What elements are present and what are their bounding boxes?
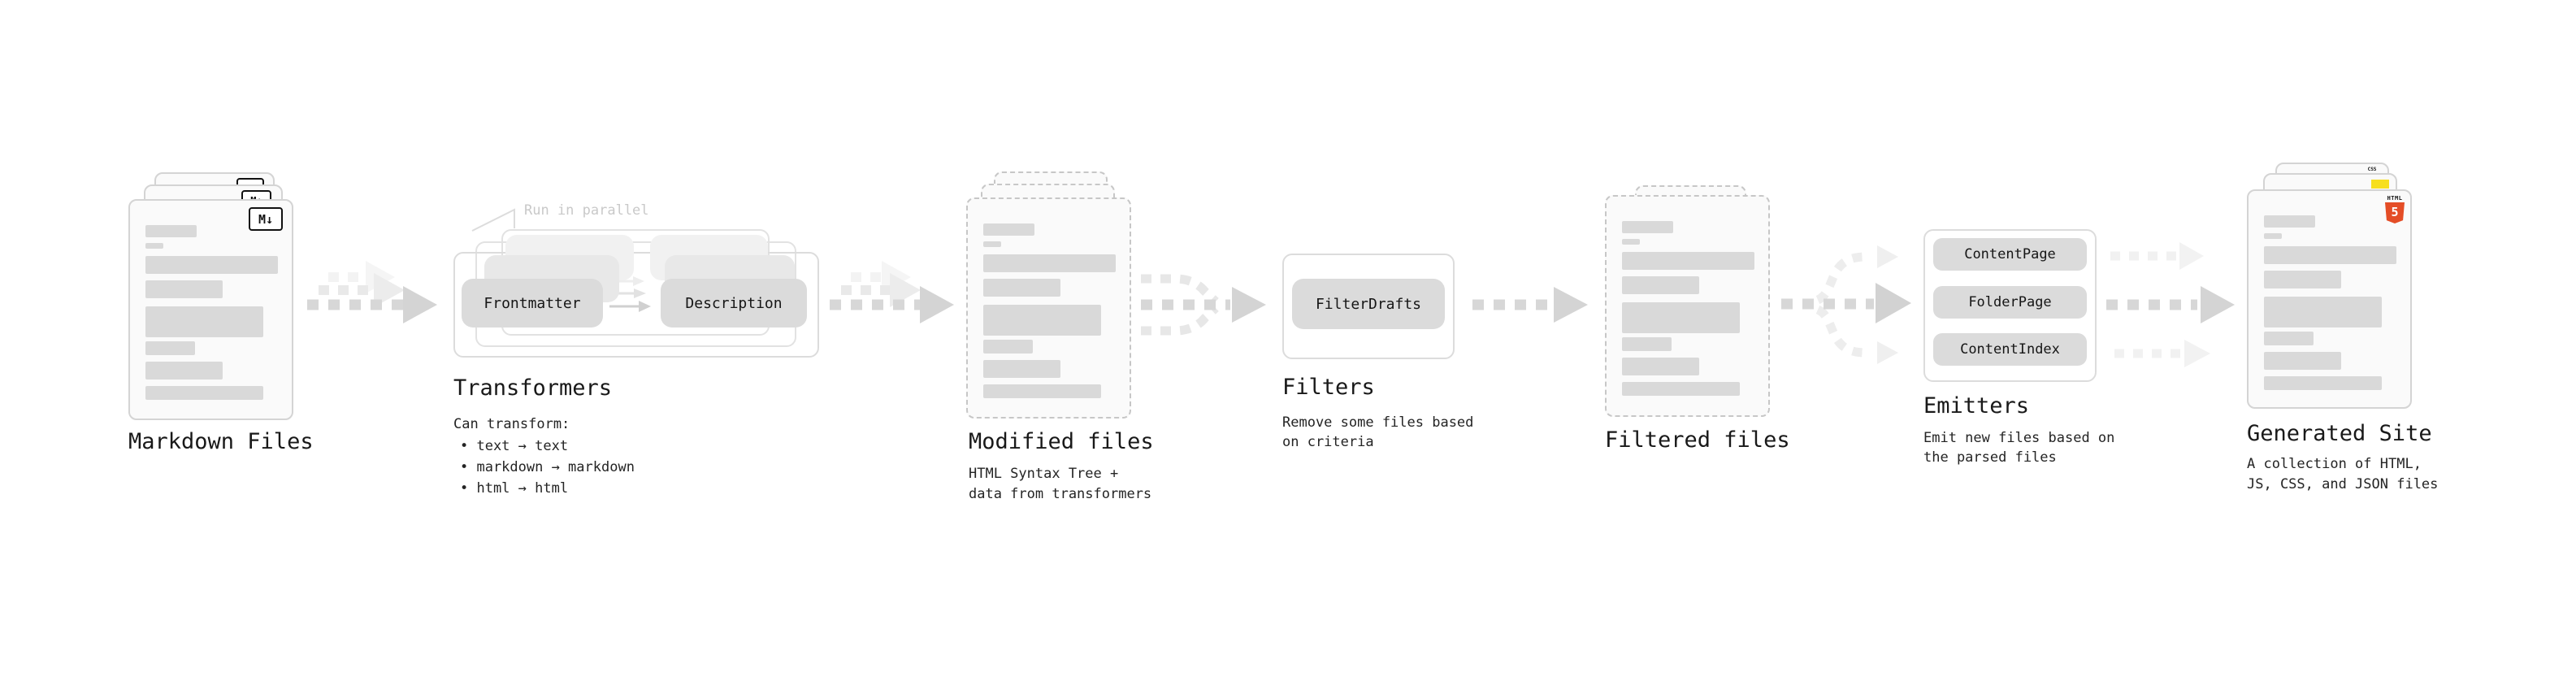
emitters-desc-line1: Emit new files based on	[1923, 430, 2115, 446]
stage-label-filtered-files: Filtered files	[1605, 427, 1790, 453]
document-card-front	[1605, 195, 1770, 417]
emitters-desc-line2: the parsed files	[1923, 449, 2057, 466]
transformers-bullet: • markdown → markdown	[460, 459, 635, 475]
placeholder-bar	[145, 256, 278, 274]
placeholder-bar	[983, 241, 1001, 247]
placeholder-bar	[1622, 358, 1699, 375]
stage-label-emitters: Emitters	[1923, 393, 2030, 419]
document-card-front: HTML 5	[2247, 189, 2412, 409]
arrow-modified-to-filters	[1141, 274, 1266, 336]
transformers-desc-heading: Can transform:	[453, 416, 570, 432]
placeholder-bar	[983, 384, 1101, 398]
placeholder-bar	[2264, 352, 2341, 370]
transformers-bullet: • html → html	[460, 480, 569, 497]
placeholder-bar	[1622, 276, 1699, 294]
modified-desc-line2: data from transformers	[969, 486, 1152, 502]
placeholder-bar	[145, 243, 163, 249]
document-card-front	[966, 197, 1131, 419]
placeholder-bar	[983, 305, 1101, 336]
run-in-parallel-note: Run in parallel	[524, 202, 649, 219]
stage-label-generated-site: Generated Site	[2247, 421, 2432, 446]
stage-label-markdown-files: Markdown Files	[128, 429, 314, 454]
arrows-frontmatter-to-description	[609, 276, 651, 312]
placeholder-bar	[145, 386, 263, 400]
placeholder-bar	[1622, 382, 1740, 396]
modified-desc-line1: HTML Syntax Tree +	[969, 466, 1119, 482]
placeholder-bar	[145, 306, 263, 337]
placeholder-bar	[1622, 221, 1673, 233]
placeholder-bar	[2264, 246, 2396, 264]
html5-icon: HTML 5	[2384, 195, 2405, 223]
transformers-layer-front	[453, 252, 819, 358]
markdown-icon: M↓	[249, 207, 283, 231]
placeholder-bar	[983, 360, 1060, 378]
placeholder-bar	[145, 225, 197, 237]
arrows-emitters-to-generated	[2106, 242, 2235, 367]
stage-label-filters: Filters	[1282, 375, 1375, 400]
stage-label-transformers: Transformers	[453, 375, 613, 401]
placeholder-bar	[2264, 271, 2341, 288]
js-icon	[2371, 180, 2389, 189]
node-description: Description	[661, 279, 807, 327]
arrow-filters-to-filtered	[1472, 287, 1588, 323]
document-card-front: M↓	[128, 199, 293, 420]
placeholder-bar	[1622, 302, 1740, 333]
placeholder-bar	[1622, 337, 1672, 351]
generated-desc-line1: A collection of HTML,	[2247, 456, 2422, 472]
node-contentpage: ContentPage	[1933, 238, 2087, 271]
node-folderpage: FolderPage	[1933, 286, 2087, 319]
placeholder-bar	[983, 279, 1060, 297]
placeholder-bar	[2264, 297, 2382, 327]
html5-icon-word: HTML	[2387, 195, 2403, 202]
placeholder-bar	[983, 254, 1116, 272]
placeholder-bar	[2264, 233, 2282, 239]
emitters-box	[1923, 229, 2097, 382]
placeholder-bar	[1622, 252, 1754, 270]
placeholder-bar	[1622, 239, 1640, 245]
placeholder-bar	[983, 223, 1034, 236]
placeholder-bar	[145, 280, 223, 298]
filters-desc-line2: on criteria	[1282, 434, 1374, 450]
run-in-parallel-connector	[471, 208, 515, 232]
html5-icon-shield: 5	[2385, 202, 2405, 223]
placeholder-bar	[145, 341, 195, 355]
arrow-transformers-to-modified	[830, 261, 954, 323]
node-frontmatter: Frontmatter	[462, 279, 603, 327]
transformers-bullet: • text → text	[460, 438, 569, 454]
arrow-markdown-to-transformers	[307, 261, 437, 323]
node-filterdrafts: FilterDrafts	[1292, 279, 1445, 329]
placeholder-bar	[145, 362, 223, 380]
filters-box	[1282, 254, 1455, 359]
placeholder-bar	[2264, 215, 2315, 228]
node-contentindex: ContentIndex	[1933, 333, 2087, 366]
stage-label-modified-files: Modified files	[969, 429, 1154, 454]
placeholder-bar	[983, 340, 1033, 354]
generated-desc-line2: JS, CSS, and JSON files	[2247, 476, 2439, 492]
filters-desc-line1: Remove some files based	[1282, 414, 1474, 431]
arrow-filtered-to-emitters	[1781, 245, 1911, 364]
placeholder-bar	[2264, 376, 2382, 390]
placeholder-bar	[2264, 332, 2314, 345]
